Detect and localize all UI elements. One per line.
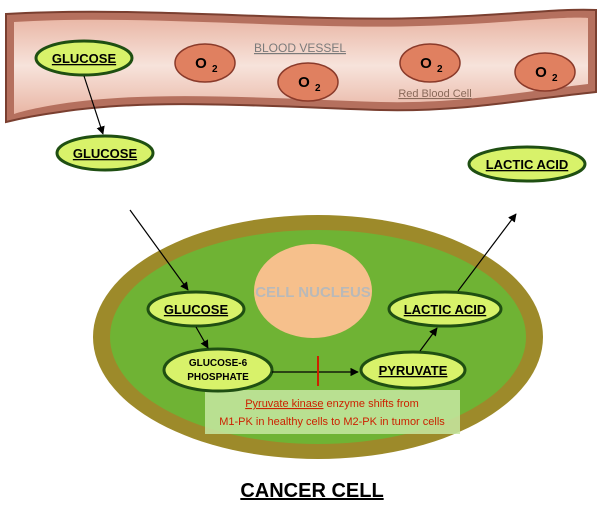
oxygen-label: O [535,64,547,81]
svg-text:O: O [420,55,432,72]
glucose-node-outside: GLUCOSE [55,134,155,172]
svg-text:GLUCOSE-6: GLUCOSE-6 [189,358,248,369]
svg-text:LACTIC ACID: LACTIC ACID [404,302,487,317]
svg-text:GLUCOSE: GLUCOSE [52,51,117,66]
svg-text:PYRUVATE: PYRUVATE [379,363,448,378]
svg-text:O: O [195,55,207,72]
svg-text:PHOSPHATE: PHOSPHATE [187,372,249,383]
oxygen-label: O [195,55,207,72]
lactic-acid-node-outside: LACTIC ACID [467,145,587,183]
glucose-6-phosphate-node: GLUCOSE-6 PHOSPHATE [162,347,274,393]
oxygen-subscript: 2 [315,83,321,94]
oxygen-label: O [298,74,310,91]
pyruvate-node: PYRUVATE [359,350,467,390]
enzyme-note-box [205,390,460,434]
glucose-node-cell: GLUCOSE [146,290,246,328]
red-blood-cell-label: Red Blood Cell [398,88,471,100]
red-blood-cell: O 2 [399,43,461,83]
arrow-glucose-into-cell [129,209,189,291]
enzyme-note-line2: M1-PK in healthy cells to M2-PK in tumor… [219,416,445,428]
arrow-lactic-out-of-cell [457,213,517,292]
enzyme-note-line1: Pyruvate kinase enzyme shifts from [245,398,419,410]
svg-text:GLUCOSE: GLUCOSE [164,302,229,317]
glucose-node-vessel: GLUCOSE [34,39,134,77]
svg-text:O: O [535,64,547,81]
red-blood-cell: O 2 [174,43,236,83]
arrow-glucose-to-g6p [195,326,209,349]
diagram-caption: CANCER CELL [240,480,383,502]
cancer-cell: CELL NUCLEUS Pyruvate kinase enzyme shif… [93,215,543,459]
red-blood-cell: O 2 [514,52,576,92]
arrow-pyruvate-to-lactic [419,327,438,352]
oxygen-subscript: 2 [552,73,558,84]
lactic-acid-node-cell: LACTIC ACID [387,290,503,328]
cell-nucleus-label: CELL NUCLEUS [255,284,371,301]
arrow-vessel-to-glucose [83,75,105,135]
red-blood-cell: O 2 [277,62,339,102]
oxygen-subscript: 2 [437,64,443,75]
blood-vessel-label: BLOOD VESSEL [254,41,346,55]
svg-text:GLUCOSE: GLUCOSE [73,146,138,161]
oxygen-label: O [420,55,432,72]
svg-text:O: O [298,74,310,91]
blood-vessel: BLOOD VESSEL Red Blood Cell O 2 O 2 O 2 … [5,8,597,124]
oxygen-subscript: 2 [212,64,218,75]
svg-text:LACTIC ACID: LACTIC ACID [486,157,569,172]
cell-nucleus [254,244,372,338]
